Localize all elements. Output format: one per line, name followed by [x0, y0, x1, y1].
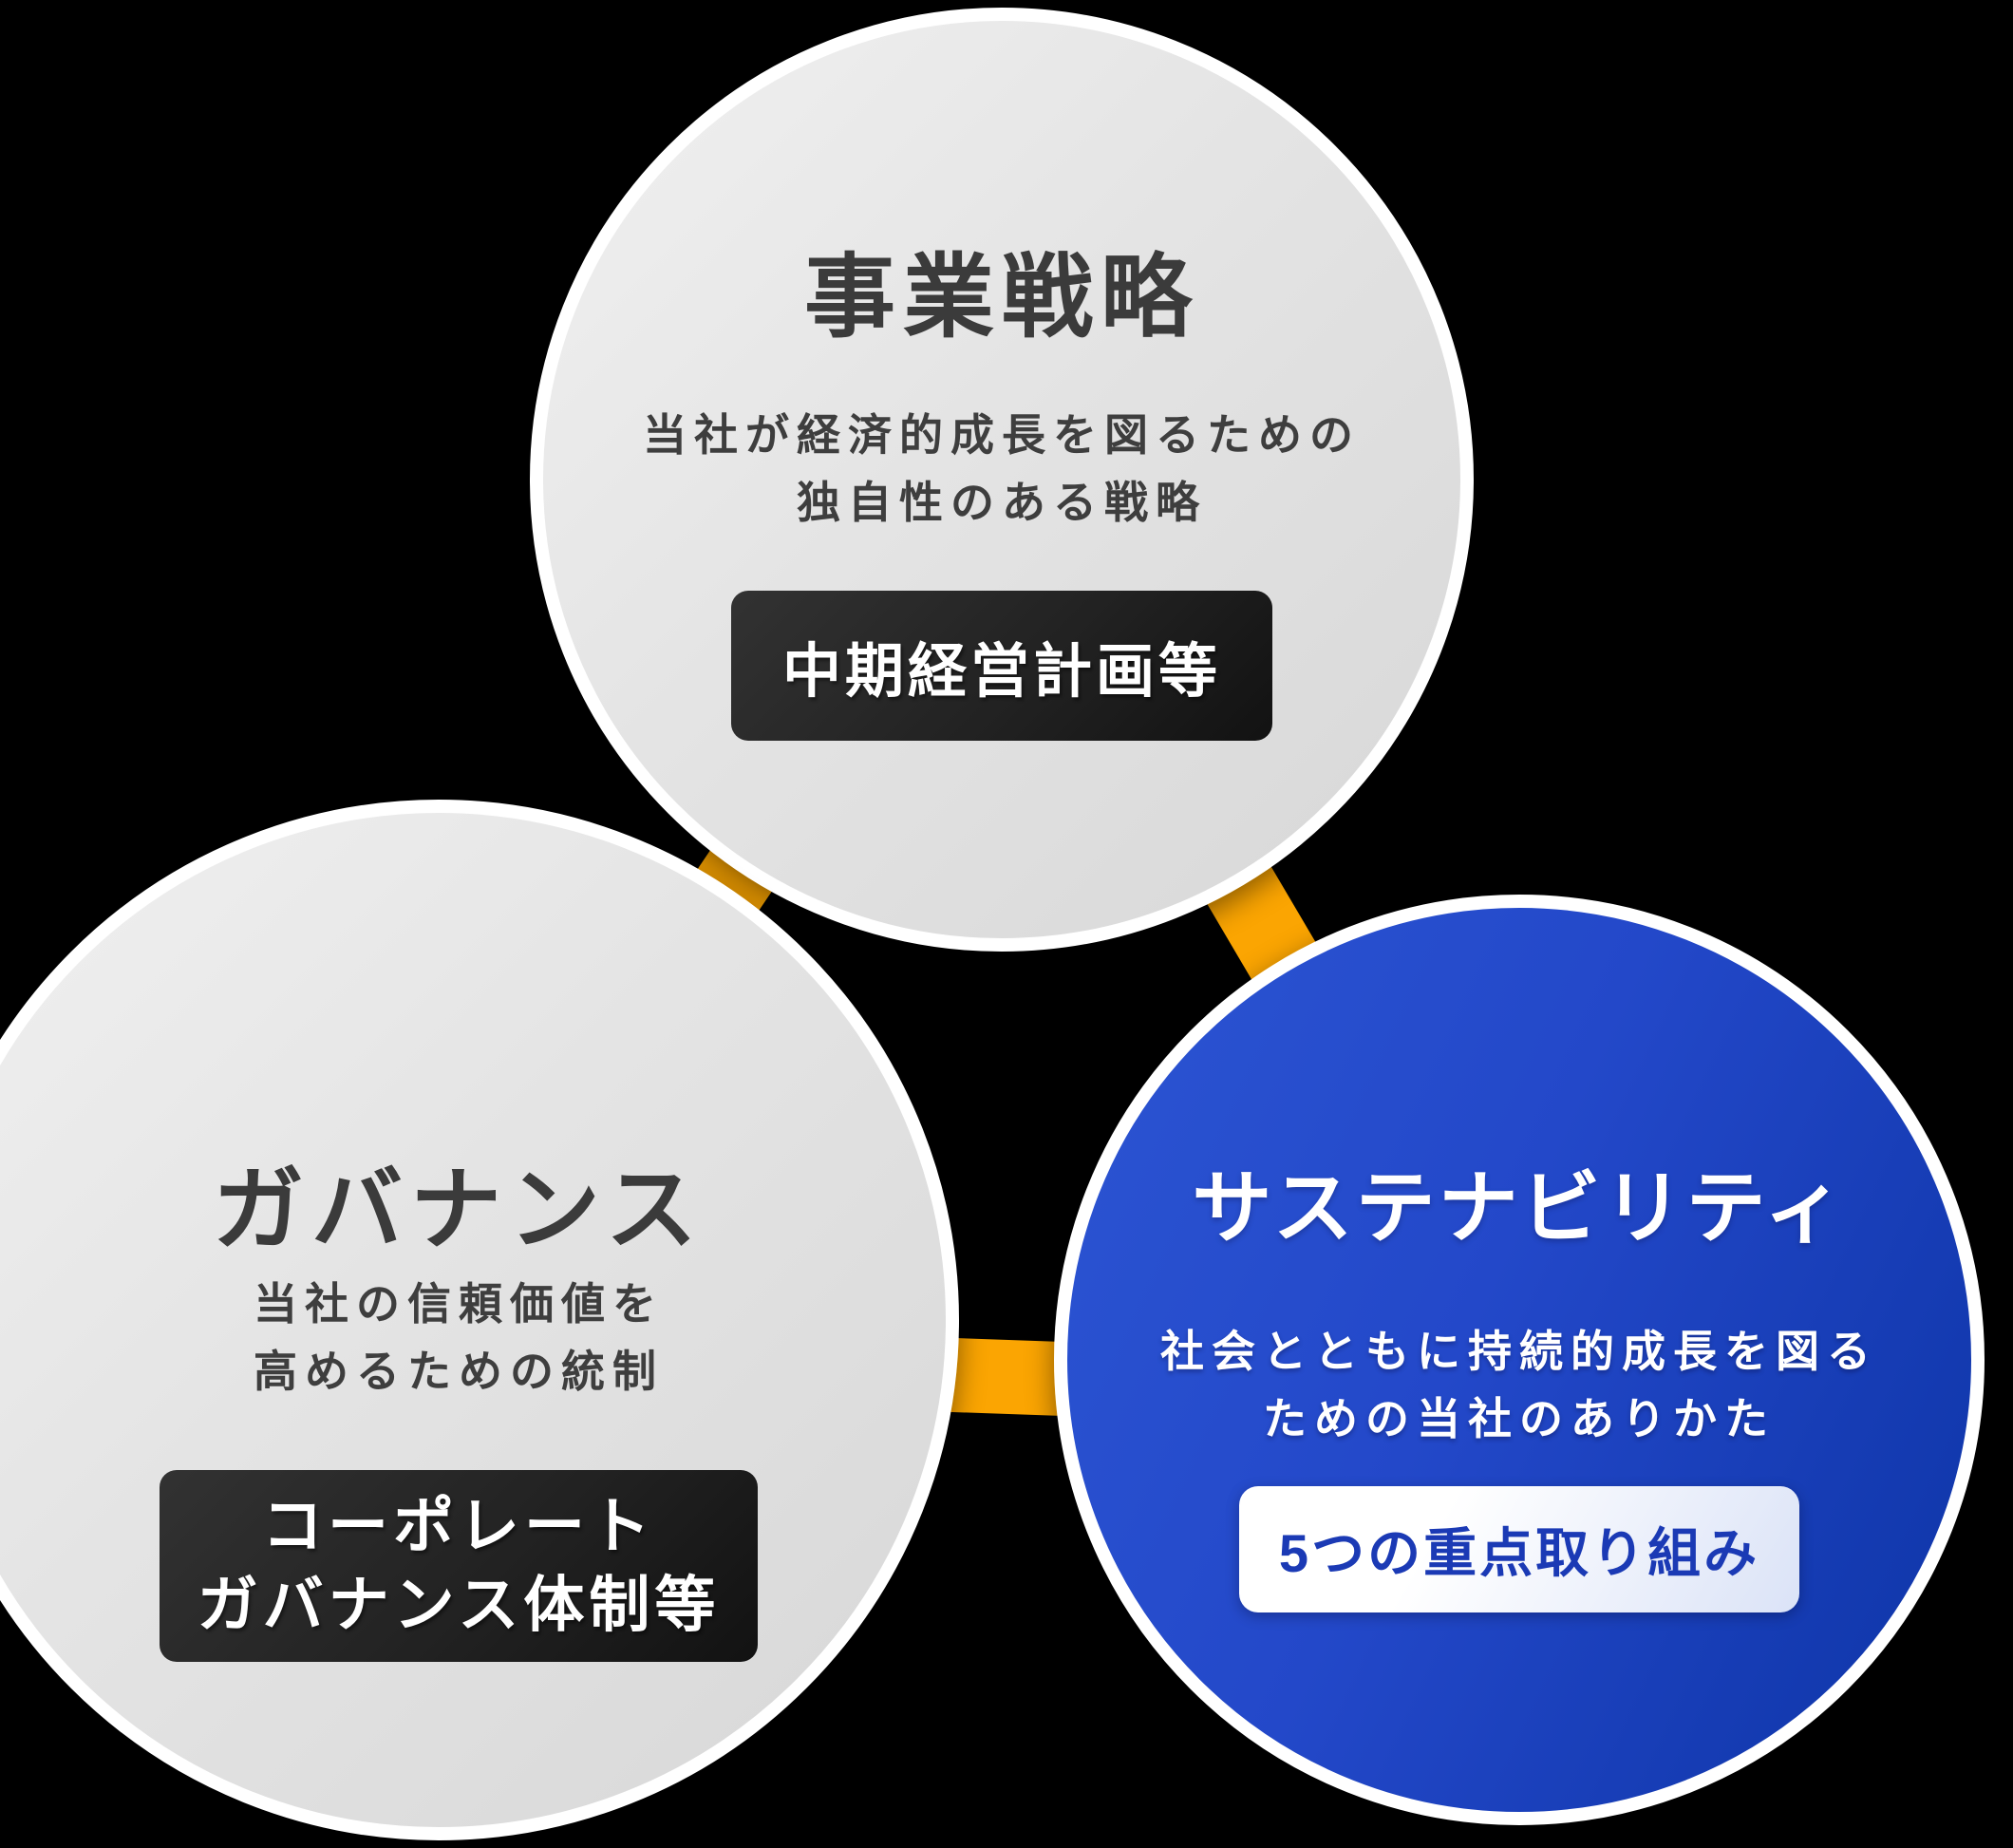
sustainability-description: 社会とともに持続的成長を図る ための当社のありかた — [1044, 1318, 1994, 1454]
business-strategy-title: 事業戦略 — [804, 247, 1199, 349]
mid-term-plan-badge: 中期経営計画等 — [730, 591, 1272, 741]
governance-description-line1: 当社の信頼価値を — [254, 1279, 664, 1329]
sustainability-badge-wrap: 5つの重点取り組み — [1044, 1486, 1994, 1612]
corporate-governance-badge: コーポレート ガバナンス体制等 — [159, 1470, 759, 1663]
five-priority-initiatives-badge: 5つの重点取り組み — [1238, 1486, 1800, 1612]
sustainability-title: サステナビリティ — [1192, 1163, 1847, 1253]
business-strategy-badge-wrap: 中期経営計画等 — [527, 591, 1477, 741]
corporate-governance-badge-line1: コーポレート — [261, 1492, 655, 1560]
governance-title: ガバナンス — [212, 1160, 705, 1261]
business-strategy-description: 当社が経済的成長を図るための 独自性のある戦略 — [527, 402, 1477, 537]
sustainability-description-line2: ための当社のありかた — [1263, 1394, 1776, 1444]
governance-badge-wrap: コーポレート ガバナンス体制等 — [0, 1470, 933, 1663]
governance-description-line2: 高めるための統制 — [254, 1347, 664, 1397]
governance-description: 当社の信頼価値を 高めるための統制 — [0, 1271, 933, 1406]
business-strategy-description-line2: 独自性のある戦略 — [797, 478, 1207, 528]
business-strategy-description-line1: 当社が経済的成長を図るための — [643, 410, 1361, 460]
sustainability-description-line1: 社会とともに持続的成長を図る — [1160, 1327, 1878, 1376]
corporate-governance-badge-line2: ガバナンス体制等 — [197, 1571, 721, 1640]
